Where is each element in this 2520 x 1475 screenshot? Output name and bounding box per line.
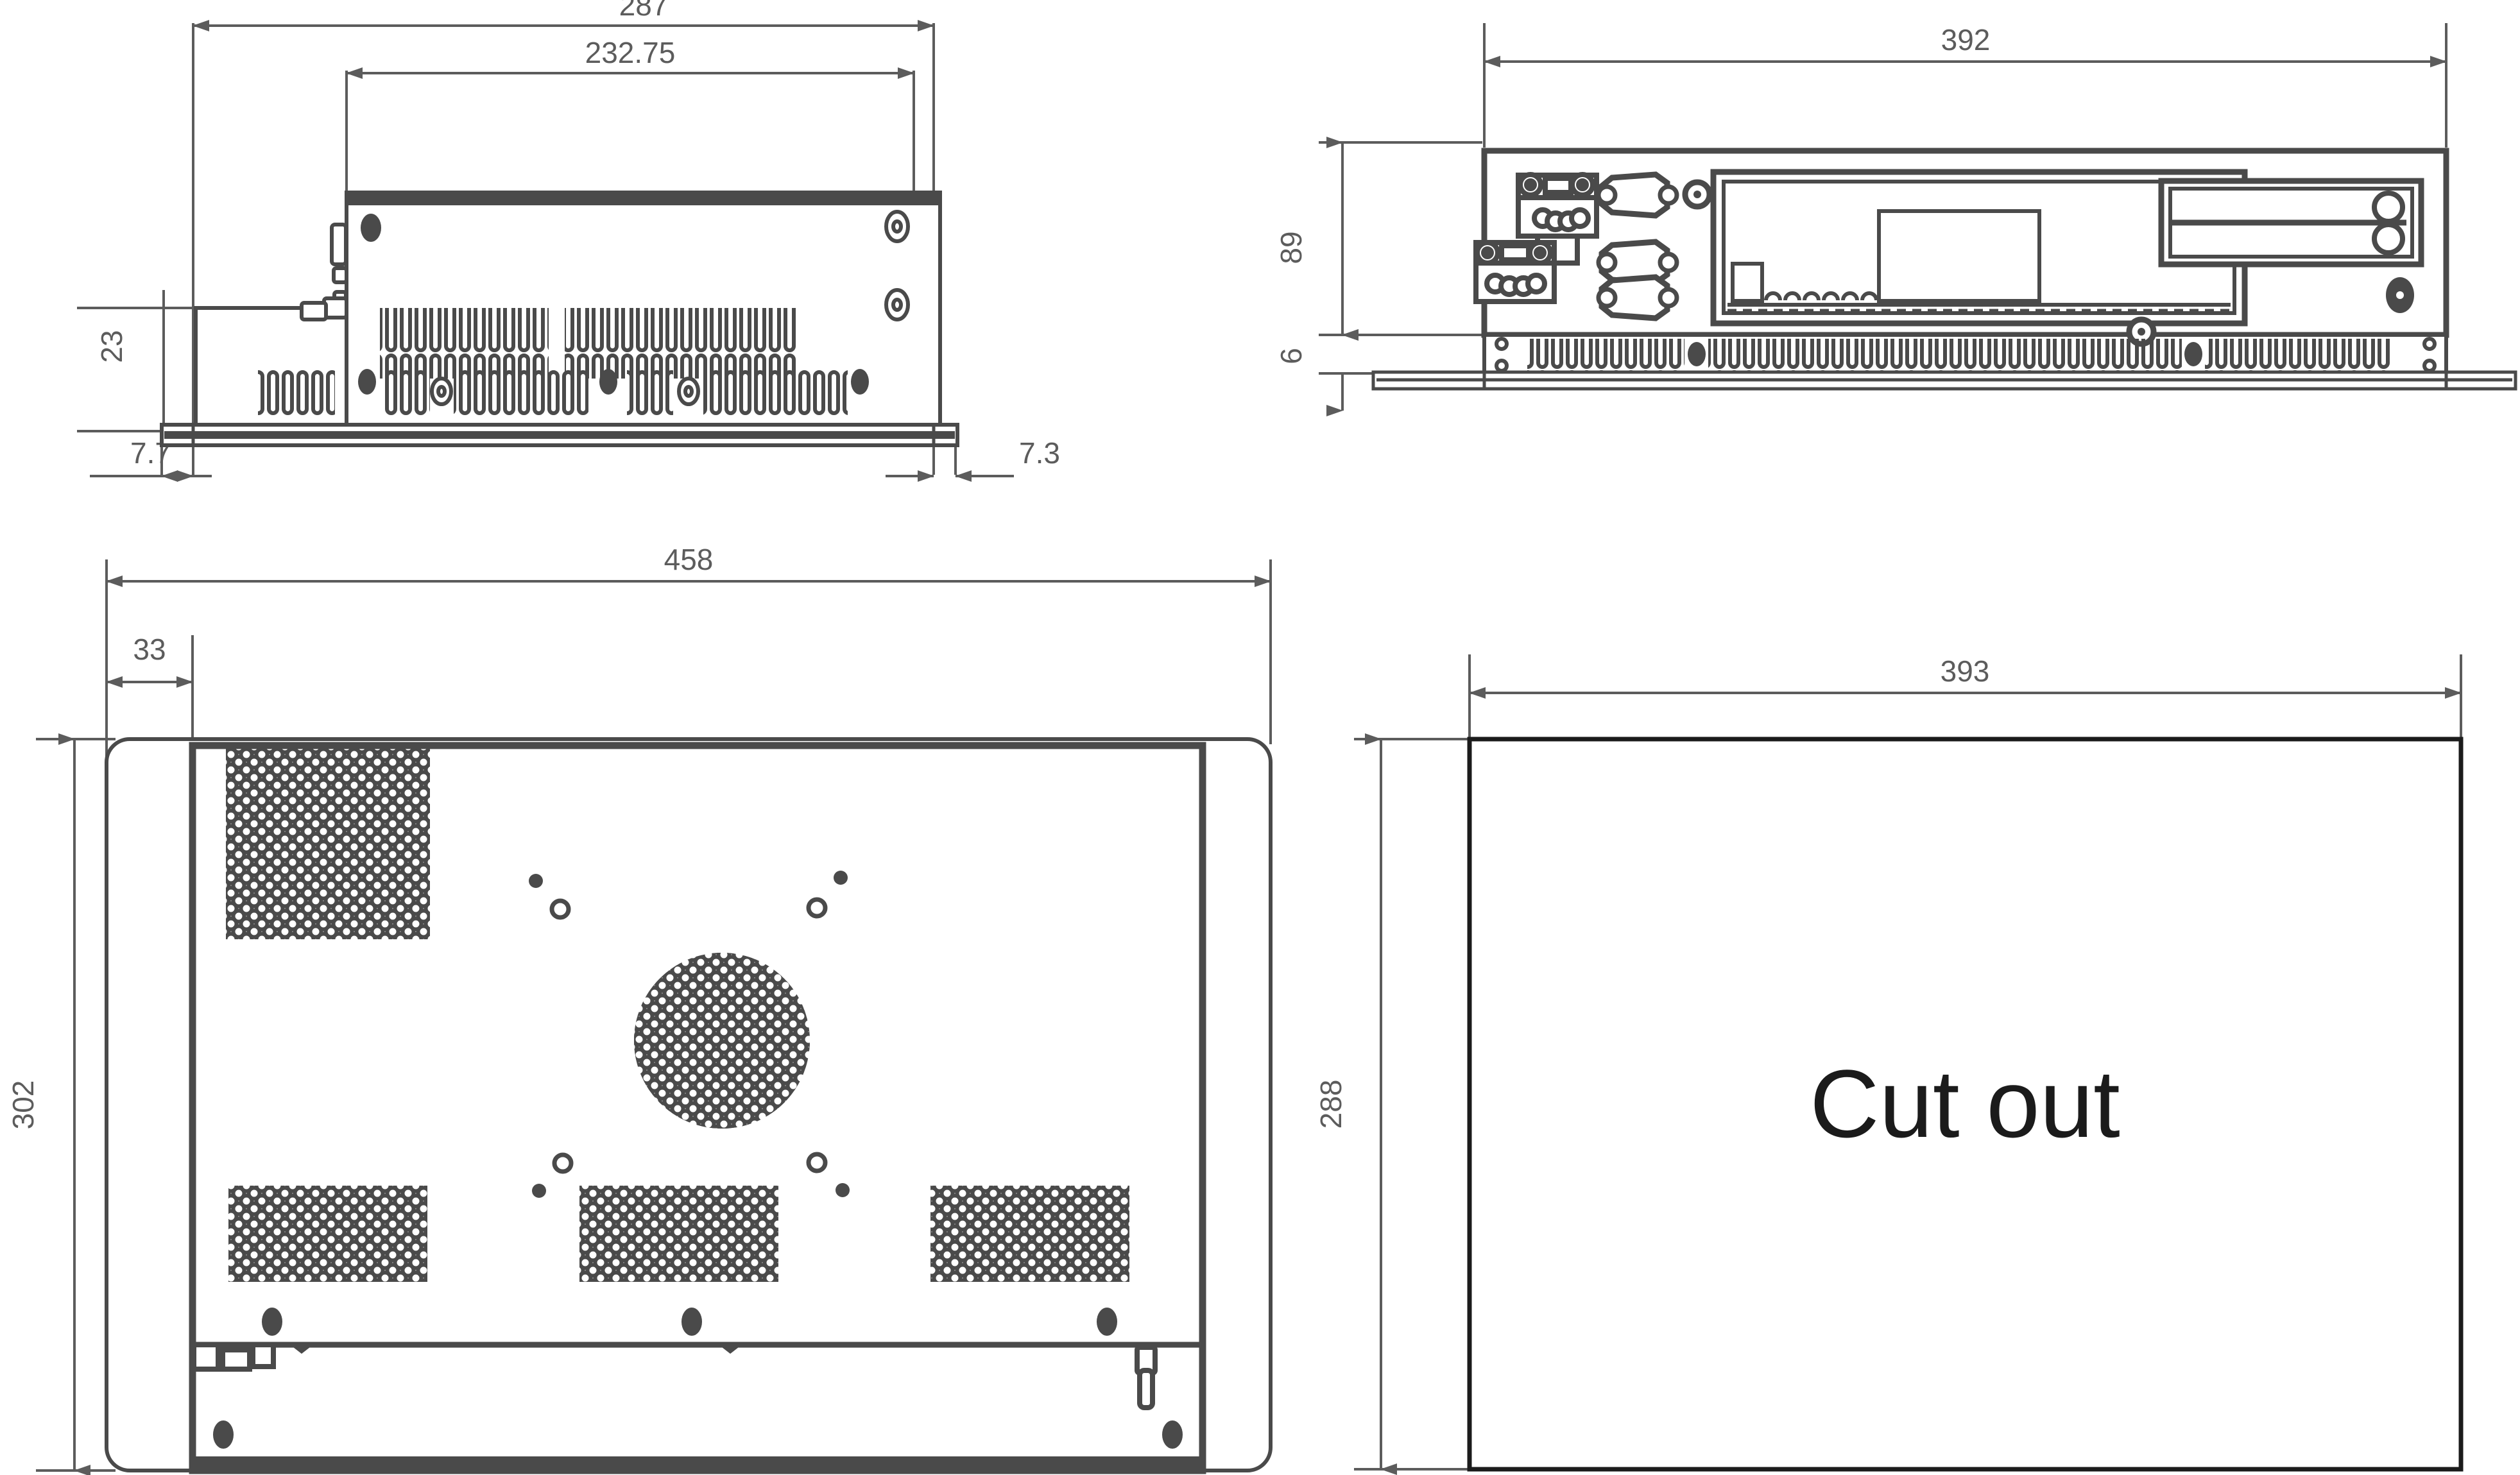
dim-label-33: 33 (133, 633, 166, 666)
serial-port-3 (1596, 274, 1679, 321)
vent-bottom-right (930, 1186, 1129, 1282)
vent-bottom-center (579, 1186, 778, 1282)
dim-cutout-288: 288 (1314, 733, 1397, 1475)
side-view-left-connectors (300, 223, 348, 321)
rear-panel-view: 392 89 6 (1274, 23, 2517, 416)
panel-cutout-view: 393 288 Cut out (1314, 654, 2464, 1475)
rear-panel-vents (1495, 337, 2437, 373)
dim-label-302: 302 (6, 1080, 40, 1130)
power-connector (2386, 277, 2414, 313)
serial-port-1 (1596, 171, 1679, 219)
dim-label-6: 6 (1274, 348, 1308, 364)
side-view-vents-lower (258, 369, 848, 415)
back-view-lower-panel (191, 1342, 1203, 1471)
dim-label-232-75: 232.75 (585, 36, 676, 69)
dim-side-7-3: 7.3 (886, 436, 1060, 482)
dim-rear-392: 392 (1484, 23, 2447, 67)
cutout-rectangle (1467, 737, 2464, 1472)
dim-label-287: 287 (619, 0, 669, 22)
dim-side-287: 287 (193, 0, 934, 31)
dim-label-288: 288 (1314, 1080, 1348, 1129)
side-view-vents-upper (380, 308, 796, 379)
side-view: 287 232.75 23 7.7 7.3 (77, 0, 1060, 482)
dim-rear-6: 6 (1274, 321, 1359, 416)
dim-label-392: 392 (1941, 23, 1991, 56)
dim-label-458: 458 (664, 543, 714, 576)
ethernet-port-1 (1516, 172, 1599, 239)
dim-side-232-75: 232.75 (346, 36, 914, 79)
ethernet-port-2 (1473, 240, 1557, 304)
dim-label-393: 393 (1941, 654, 1990, 688)
dim-cutout-393: 393 (1469, 654, 2462, 699)
dim-rear-89: 89 (1274, 137, 1359, 341)
vent-fan-center (634, 953, 810, 1129)
dim-back-458: 458 (106, 543, 1271, 587)
dim-back-33: 33 (106, 633, 193, 688)
back-view: 458 33 302 (6, 543, 1273, 1475)
dim-label-23: 23 (95, 330, 128, 362)
back-view-fasteners (213, 871, 1183, 1449)
dim-side-23: 23 (95, 290, 180, 437)
audio-jack-1 (1682, 179, 1713, 210)
vent-bottom-left (228, 1186, 427, 1282)
expansion-slot-2 (2158, 178, 2424, 268)
cutout-label: Cut out (1810, 1050, 2120, 1157)
dim-back-302: 302 (6, 733, 90, 1475)
dim-label-7-3: 7.3 (1019, 436, 1060, 470)
dim-label-89: 89 (1274, 231, 1308, 264)
vent-top-left (226, 747, 430, 939)
cable-connector (1135, 1345, 1158, 1410)
side-view-fasteners (358, 210, 910, 406)
